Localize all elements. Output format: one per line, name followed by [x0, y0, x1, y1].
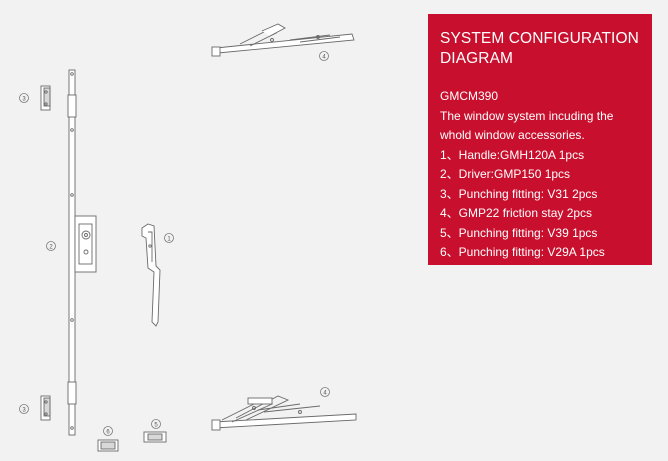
svg-text:4: 4	[323, 391, 327, 397]
accessory-item-v31: 3、Punching fitting: V31 2pcs	[440, 186, 598, 201]
driver-rod	[67, 69, 97, 436]
svg-text:3: 3	[22, 97, 26, 103]
svg-text:4: 4	[322, 55, 326, 61]
accessory-item-driver: 2、Driver:GMP150 1pcs	[440, 167, 571, 181]
svg-text:1: 1	[167, 237, 171, 243]
accessory-item-handle: 1、Handle:GMH120A 1pcs	[440, 147, 585, 162]
fitting-v31-bottom	[40, 395, 51, 421]
panel-title-line-2: DIAGRAM	[440, 50, 514, 67]
description-line-1: The window system incuding the	[440, 108, 614, 123]
friction-stay-bottom	[211, 395, 357, 431]
svg-text:3: 3	[22, 408, 26, 414]
fitting-v39	[143, 431, 167, 443]
model-code: GMCM390	[440, 89, 499, 103]
callout-fitting-v29a: 6	[103, 426, 113, 436]
description-line-2: whold window accessories.	[440, 128, 585, 142]
svg-text:2: 2	[49, 245, 53, 251]
callout-fitting-v31-bottom: 3	[19, 404, 29, 414]
fitting-v31-top	[40, 85, 51, 111]
callout-fitting-v39: 5	[151, 419, 161, 429]
accessory-item-friction-stay: 4、GMP22 friction stay 2pcs	[440, 206, 593, 220]
svg-text:6: 6	[106, 430, 110, 436]
callout-fitting-v31-top: 3	[19, 93, 29, 103]
callout-stay-bottom: 4	[320, 387, 330, 397]
svg-text:5: 5	[154, 423, 158, 429]
fitting-v29a	[97, 439, 119, 452]
accessory-item-v39: 5、Punching fitting: V39 1pcs	[440, 225, 598, 240]
accessory-item-v29a: 6、Punching fitting: V29A 1pcs	[440, 245, 605, 259]
handle	[141, 223, 161, 327]
panel-title-line-1: SYSTEM CONFIGURATION	[440, 30, 639, 47]
callout-driver: 2	[46, 241, 56, 251]
panel-title: SYSTEM CONFIGURATION DIAGRAM	[440, 29, 640, 69]
friction-stay-top	[211, 23, 355, 57]
system-info-panel: SYSTEM CONFIGURATION DIAGRAM GMCM390 The…	[428, 14, 652, 265]
callout-stay-top: 4	[319, 51, 329, 61]
callout-handle: 1	[164, 233, 174, 243]
